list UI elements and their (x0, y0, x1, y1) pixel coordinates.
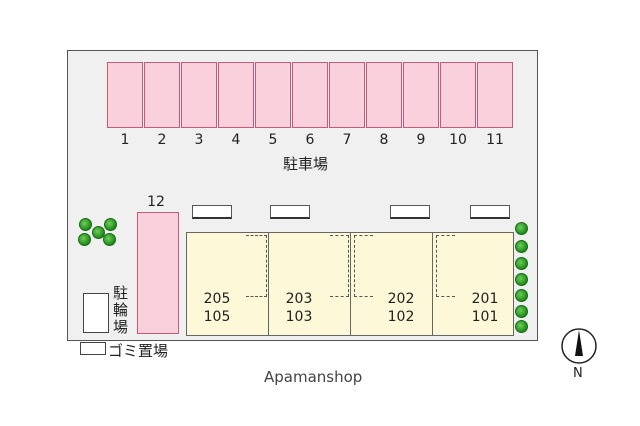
stall-number: 5 (268, 132, 278, 148)
ac-unit (270, 205, 310, 219)
tree-icon (515, 320, 528, 333)
unit-number-lower: 101 (471, 309, 499, 325)
tree-icon (103, 233, 116, 246)
building-unit (432, 232, 514, 336)
unit-label: 202 102 (370, 290, 432, 326)
tree-icon (515, 222, 528, 235)
tree-icon (515, 305, 528, 318)
stall-number: 2 (157, 132, 167, 148)
bicycle-parking-box (83, 293, 109, 333)
ac-unit (192, 205, 232, 219)
parking-stall (366, 62, 402, 128)
tree-icon (515, 273, 528, 286)
unit-number-upper: 205 (203, 291, 231, 307)
interior-outline (354, 235, 373, 297)
unit-number-upper: 201 (471, 291, 499, 307)
stall-number: 8 (379, 132, 389, 148)
stall-number: 9 (416, 132, 426, 148)
parking-stall (107, 62, 143, 128)
parking-stall (181, 62, 217, 128)
unit-number-lower: 102 (387, 309, 415, 325)
compass-north-label: N (573, 366, 583, 381)
parking-stall (440, 62, 476, 128)
bicycle-parking-label: 駐 輪 場 (113, 284, 129, 336)
parking-stall (329, 62, 365, 128)
unit-number-lower: 103 (285, 309, 313, 325)
stall-number: 10 (449, 132, 467, 148)
stall-number: 3 (194, 132, 204, 148)
unit-number-upper: 202 (387, 291, 415, 307)
parking-stall (218, 62, 254, 128)
stall-number: 1 (120, 132, 130, 148)
parking-stall (403, 62, 439, 128)
unit-number-lower: 105 (203, 309, 231, 325)
interior-outline (436, 235, 455, 297)
garbage-box (80, 342, 106, 355)
compass-icon (561, 328, 597, 364)
unit-label: 205 105 (186, 290, 248, 326)
stall-number: 12 (147, 194, 165, 210)
building-unit (350, 232, 433, 336)
tree-icon (104, 218, 117, 231)
parking-stall (477, 62, 513, 128)
stall-number: 6 (305, 132, 315, 148)
ac-unit (390, 205, 430, 219)
parking-stall (292, 62, 328, 128)
stall-number: 11 (486, 132, 504, 148)
interior-outline (330, 235, 349, 297)
garbage-label: ゴミ置場 (108, 342, 169, 360)
stall-number: 7 (342, 132, 352, 148)
brand-text: Apamanshop (264, 368, 363, 386)
parking-stall-12 (137, 212, 179, 334)
tree-icon (515, 240, 528, 253)
ac-unit (470, 205, 510, 219)
unit-number-upper: 203 (285, 291, 313, 307)
building-unit (268, 232, 351, 336)
tree-icon (515, 289, 528, 302)
parking-stall (255, 62, 291, 128)
stall-number: 4 (231, 132, 241, 148)
unit-label: 203 103 (268, 290, 330, 326)
tree-icon (92, 226, 105, 239)
parking-label: 駐車場 (283, 155, 329, 173)
tree-icon (78, 233, 91, 246)
parking-stall (144, 62, 180, 128)
tree-icon (79, 218, 92, 231)
unit-label: 201 101 (454, 290, 516, 326)
interior-outline (246, 235, 267, 297)
tree-icon (515, 257, 528, 270)
